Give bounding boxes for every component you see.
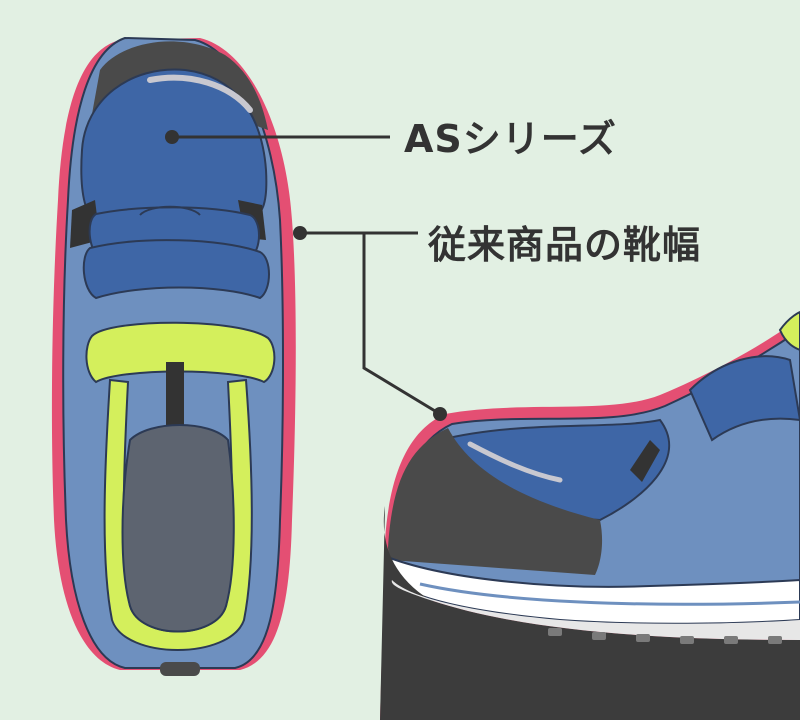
tread-mark	[592, 632, 606, 640]
insole-top	[121, 424, 235, 633]
lime-strap-side	[778, 310, 800, 352]
midsole-side	[388, 556, 800, 625]
heel-tab-top	[160, 662, 200, 676]
toe-highlight-side	[467, 441, 563, 483]
strap-lower	[82, 239, 270, 300]
leader-dot-conventional-side	[433, 407, 447, 421]
toe-cap-top	[90, 41, 268, 131]
outsole-upper-edge	[391, 580, 800, 640]
strap-side	[688, 355, 800, 442]
label-conventional-width: 従来商品の靴幅	[428, 223, 702, 267]
side-strip-dark	[630, 440, 660, 482]
toe-highlight-top	[147, 74, 253, 113]
tread-mark	[680, 636, 694, 644]
leader-conventional-width	[293, 226, 447, 421]
midsole-stripe	[419, 582, 800, 606]
outsole-side	[380, 506, 800, 720]
label-as-series: ASシリーズ	[404, 117, 617, 161]
tread-mark	[724, 636, 738, 644]
strap-upper-loop	[139, 205, 201, 216]
lime-strap	[85, 321, 276, 384]
tread-mark	[636, 634, 650, 642]
tread-mark	[548, 628, 562, 636]
tread-mark	[768, 636, 782, 644]
shoe-top-view	[51, 36, 296, 676]
leader-as-series	[165, 130, 390, 144]
shoe-side-view	[380, 310, 800, 720]
leader-line-conventional-down	[362, 233, 441, 416]
toe-cap-side	[388, 428, 603, 575]
